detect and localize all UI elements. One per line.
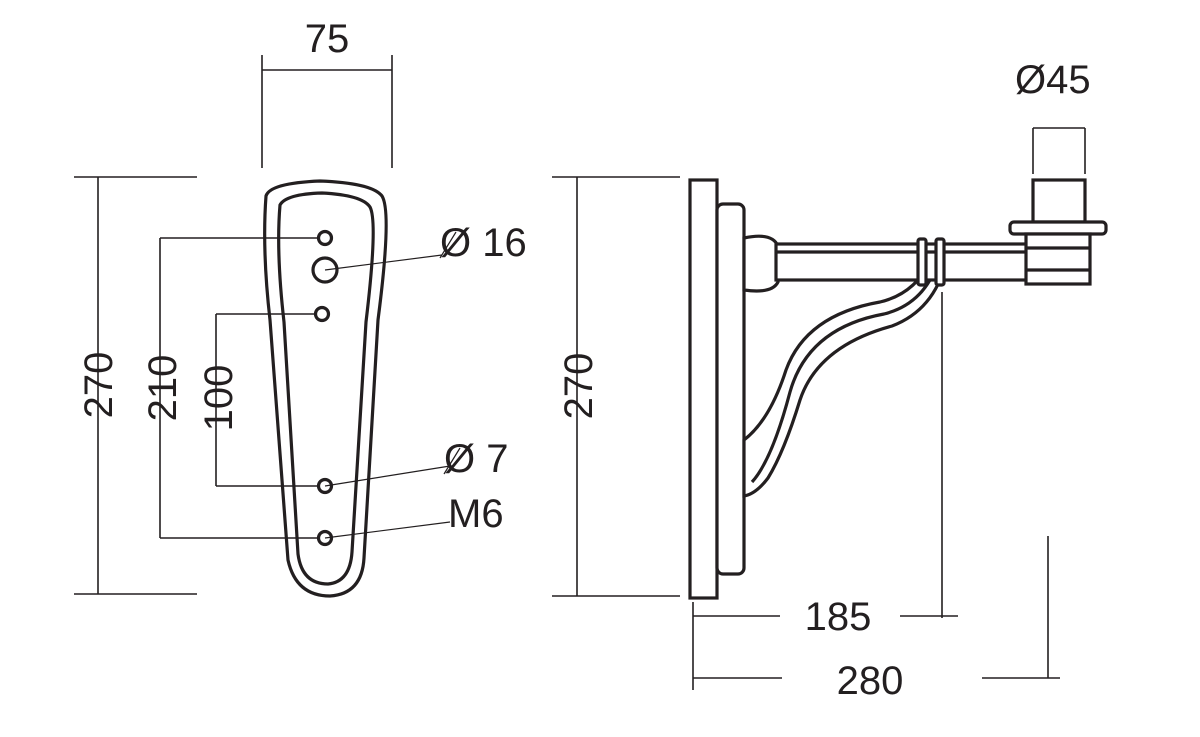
hole-span-inner-label: 100 [197,365,241,432]
arm-reach-label: 185 [805,595,872,639]
socket-flange [1008,220,1108,236]
total-depth-label: 280 [837,659,904,703]
side-height-label: 270 [557,353,601,420]
side-view: 270 Ø45 185 28 [552,58,1108,703]
socket-top [1031,178,1087,224]
front-view: 75 270 210 100 Ø 16 Ø 7 M6 [74,17,527,598]
hole-lower [316,477,334,495]
plate-height-label: 270 [77,352,121,419]
wall-plate-profile [688,178,719,600]
arm-clamp-2 [934,237,946,287]
arm-boss [742,234,780,293]
socket-body [1024,232,1092,286]
hole-top [316,229,334,247]
arm-tube [774,242,1034,282]
large-hole-label: Ø 16 [440,221,527,265]
hole-bottom [316,529,334,547]
small-hole-label: Ø 7 [444,437,508,481]
arm-clamp-1 [916,237,928,287]
plate-width-label: 75 [305,17,350,61]
thread-label: M6 [448,492,504,536]
tube-diameter-label: Ø45 [1015,58,1091,102]
plate-step [715,202,746,576]
brace [742,260,949,498]
hole-large [311,256,339,284]
hole-span-outer-label: 210 [141,355,185,422]
hole-middle [313,305,331,323]
